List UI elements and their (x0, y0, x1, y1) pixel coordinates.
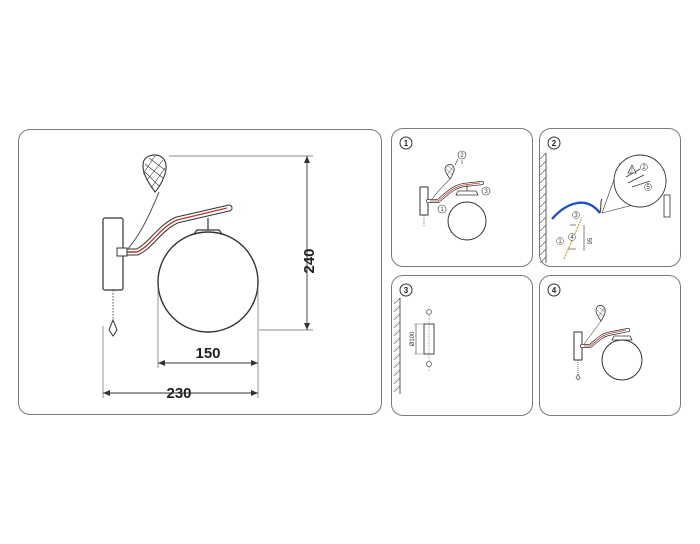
step-number: 2 (552, 139, 557, 148)
callout-4: 4 (570, 235, 574, 241)
step-3-drawing: 3 Ø100 (393, 283, 435, 394)
step-3-panel: 3 Ø100 (391, 275, 533, 416)
step-number-badge (547, 136, 561, 150)
overall-width-value: 230 (166, 385, 191, 402)
callout-3: 3 (484, 189, 488, 195)
lattice-ornament (142, 154, 167, 193)
callout-2: 2 (642, 165, 646, 171)
step-4-panel: 4 (539, 275, 681, 416)
step-number: 1 (404, 139, 409, 148)
lamp-arm (116, 204, 233, 257)
globe-width-dimension (157, 286, 259, 368)
globe-shade (601, 339, 643, 381)
globe-shade (157, 231, 259, 333)
callout-1: 1 (440, 207, 444, 213)
warning-icon (627, 164, 637, 174)
pull-chain (108, 290, 118, 337)
svg-text:!: ! (631, 168, 633, 174)
callout-2: 2 (460, 153, 464, 159)
wall-hatch (539, 152, 547, 264)
step-2-drawing: 2 95 4 1 3 ! 5 2 (539, 136, 671, 264)
overall-width-dimension (102, 326, 259, 398)
step-number-badge (547, 283, 561, 297)
callout-5: 5 (646, 185, 650, 191)
step-number: 3 (404, 286, 409, 295)
step-1-drawing: 1 2 3 1 (399, 136, 491, 241)
dimension-100: Ø100 (410, 331, 416, 346)
detail-bubble (613, 154, 667, 208)
height-value: 240 (301, 248, 318, 273)
step-2-panel: 2 95 4 1 3 ! 5 2 (539, 128, 681, 267)
step-1-panel: 1 2 3 1 (391, 128, 533, 267)
screw-icon (426, 361, 432, 367)
main-dimension-panel: 240 150 230 (18, 129, 382, 415)
step-number-badge (399, 136, 413, 150)
callout-3: 3 (574, 213, 578, 219)
globe-width-value: 150 (195, 345, 220, 362)
dimension-95: 95 (588, 237, 594, 244)
screw-icon (426, 309, 432, 315)
callout-1: 1 (558, 239, 562, 245)
step-number-badge (399, 283, 413, 297)
wall-hatch (393, 297, 401, 394)
cord (126, 191, 160, 251)
height-dimension (169, 155, 313, 331)
step-4-drawing: 4 (547, 283, 643, 381)
main-drawing: 240 150 230 (102, 154, 318, 402)
step-number: 4 (552, 286, 557, 295)
blue-cable (551, 201, 601, 220)
